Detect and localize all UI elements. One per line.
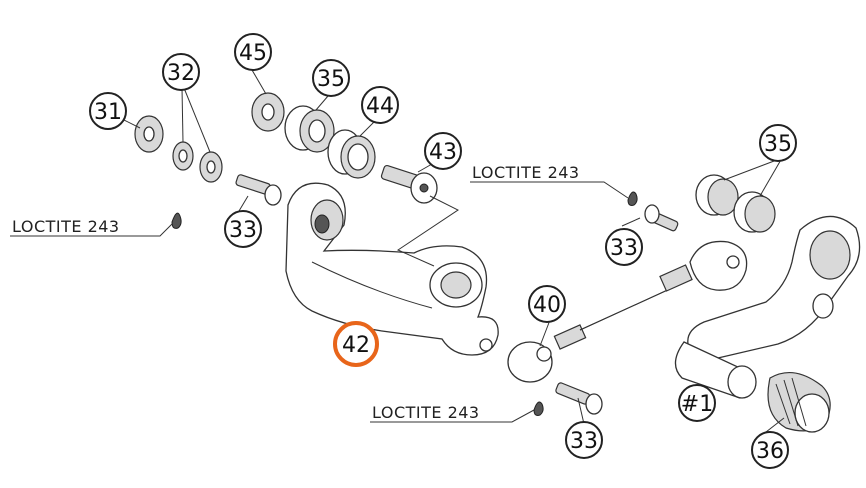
svg-text:35: 35 xyxy=(764,132,792,157)
part-33-bolt-bottom xyxy=(555,382,603,415)
callout-42-highlighted: 42 xyxy=(333,321,379,367)
svg-text:33: 33 xyxy=(610,236,638,261)
assembly-guide-line xyxy=(396,195,459,267)
part-40-linkage-rod xyxy=(507,240,748,383)
callout-43: 43 xyxy=(424,132,462,170)
callout-44: 44 xyxy=(361,86,399,124)
part-33-bolt-left xyxy=(235,174,282,206)
svg-text:35: 35 xyxy=(317,67,345,92)
svg-text:33: 33 xyxy=(570,429,598,454)
loctite-label-bottom: LOCTITE 243 xyxy=(372,403,480,422)
loctite-label-right: LOCTITE 243 xyxy=(472,163,580,182)
part-45-washer xyxy=(251,92,285,132)
svg-text:33: 33 xyxy=(229,218,257,243)
part-35-bearings-right xyxy=(695,174,776,233)
callout-31: 31 xyxy=(89,92,127,130)
callout-35-right: 35 xyxy=(759,124,797,162)
loctite-drop-left xyxy=(171,212,182,229)
callout-35-top: 35 xyxy=(312,59,350,97)
svg-text:45: 45 xyxy=(239,41,267,66)
loctite-drop-bottom xyxy=(533,401,544,416)
callout-33-right: 33 xyxy=(605,228,643,266)
svg-text:36: 36 xyxy=(756,439,784,464)
part-44-bushing xyxy=(327,129,376,179)
part-35-bearing-top xyxy=(284,105,335,153)
callout-45: 45 xyxy=(234,33,272,71)
callout-40: 40 xyxy=(528,285,566,323)
leader-lines xyxy=(119,69,785,433)
svg-text:32: 32 xyxy=(167,61,195,86)
svg-text:44: 44 xyxy=(366,94,394,119)
callout-33-bottom: 33 xyxy=(565,421,603,459)
part-42-lever xyxy=(285,182,499,356)
callout-1: #1 xyxy=(678,384,716,422)
svg-text:31: 31 xyxy=(94,100,122,125)
svg-text:43: 43 xyxy=(429,140,457,165)
part-36-rubber xyxy=(767,371,831,433)
callout-33-left: 33 xyxy=(224,210,262,248)
callout-36: 36 xyxy=(751,431,789,469)
loctite-rules xyxy=(10,181,629,423)
callout-32: 32 xyxy=(162,53,200,91)
part-32-lock-washers xyxy=(172,141,223,183)
loctite-label-left: LOCTITE 243 xyxy=(12,217,120,236)
part-31-washer xyxy=(134,115,164,153)
svg-text:40: 40 xyxy=(533,293,561,318)
loctite-drop-right xyxy=(627,191,638,206)
part-1-shift-lever xyxy=(674,215,861,399)
svg-text:#1: #1 xyxy=(681,392,713,417)
part-33-bolt-right xyxy=(644,204,679,232)
svg-text:42: 42 xyxy=(342,333,370,358)
part-43-bolt xyxy=(380,164,438,204)
